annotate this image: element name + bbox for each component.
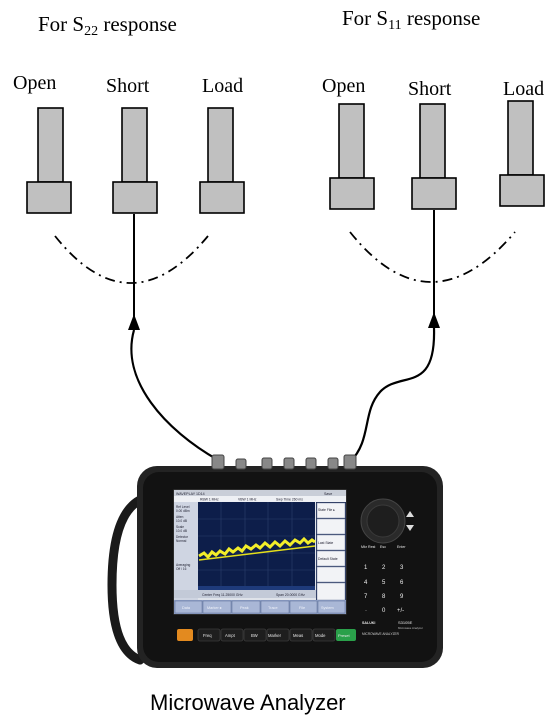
left-load-standard	[199, 107, 245, 214]
analyzer-tab-1: Marker ▸	[207, 606, 222, 610]
analyzer-span: Span 20.0000 GHz	[276, 593, 305, 597]
power-button	[177, 629, 193, 641]
analyzer-keypad-plusminus: +/-	[397, 608, 404, 614]
analyzer-tab-5: System	[321, 606, 334, 610]
analyzer-nav-2: Enter	[397, 545, 406, 549]
left-short-label: Short	[106, 75, 150, 97]
analyzer-tab-2: Peak	[240, 606, 249, 610]
analyzer-param-8: Averaging	[176, 563, 191, 567]
analyzer-softkey-0: State File ▸	[318, 508, 335, 512]
analyzer-softkey-1: Last State	[318, 541, 333, 545]
analyzer-keypad-9: 9	[400, 594, 404, 600]
analyzer-keypad-8: 8	[382, 594, 386, 600]
right-open-standard	[329, 103, 375, 210]
analyzer-param-9: Off / 16	[176, 567, 187, 571]
analyzer-swp: Swp Time 260 ms	[276, 498, 303, 502]
analyzer-param-7: Normal	[176, 539, 187, 543]
analyzer-key-mode: Mode	[315, 633, 326, 638]
analyzer-param-1: 0.00 dBm	[176, 509, 190, 513]
right-short-label: Short	[408, 78, 452, 100]
right-load-label: Load	[503, 78, 545, 100]
analyzer-param-2: Atten	[176, 515, 184, 519]
analyzer-key-freq: Freq	[203, 633, 212, 638]
analyzer-keypad-4: 4	[364, 580, 368, 586]
right-selection-arc	[349, 231, 516, 283]
analyzer-param-3: 10.0 dB	[176, 519, 187, 523]
right-cable	[349, 327, 436, 463]
analyzer-param-4: Scale	[176, 525, 184, 529]
s11-heading: For S11 response	[342, 6, 481, 33]
analyzer-top-right: Save	[324, 492, 332, 496]
analyzer-model-name: MICROWAVE ANALYZER	[362, 632, 400, 636]
analyzer-keypad-5: 5	[382, 580, 386, 586]
analyzer-key-bw: BW	[251, 633, 258, 638]
s22-heading: For S22 response	[38, 12, 177, 39]
right-load-standard	[499, 100, 545, 207]
analyzer-key-preset: Preset	[338, 633, 350, 638]
left-selection-arc	[54, 235, 209, 284]
left-open-standard	[26, 107, 72, 214]
analyzer-tab-3: Trace	[268, 606, 278, 610]
left-open-label: Open	[13, 72, 57, 94]
analyzer-center-freq: Center Freq 11.25000 GHz	[202, 593, 243, 597]
analyzer-key-meas: Meas	[293, 633, 303, 638]
analyzer-key-ampt: Ampt	[225, 633, 236, 638]
microwave-analyzer: WAVEPLAY 1D14 Save RBW 1 MHz VBW 1 MHz S…	[107, 454, 443, 668]
right-arrow-head	[428, 312, 440, 328]
analyzer-nav-1: Esc	[380, 545, 386, 549]
analyzer-vbw: VBW 1 MHz	[238, 498, 257, 502]
analyzer-model: S3105E	[398, 620, 413, 625]
left-cable	[130, 329, 219, 461]
analyzer-softkey-2: Default State	[318, 557, 338, 561]
left-arrow-head	[128, 314, 140, 330]
analyzer-keypad-7: 7	[364, 594, 368, 600]
analyzer-top-left: WAVEPLAY 1D14	[176, 492, 205, 496]
analyzer-brand: SALUKI	[362, 621, 375, 625]
analyzer-rbw: RBW 1 MHz	[200, 498, 219, 502]
right-short-standard	[411, 103, 457, 210]
analyzer-param-0: Ref Level	[176, 505, 190, 509]
left-short-standard	[112, 107, 158, 214]
analyzer-keypad-1: 1	[364, 565, 368, 571]
analyzer-tab-4: File	[299, 606, 305, 610]
right-open-label: Open	[322, 75, 366, 97]
analyzer-key-marker: Marker	[268, 633, 282, 638]
analyzer-nav-0: Mkr Rest	[361, 545, 375, 549]
analyzer-keypad-6: 6	[400, 580, 404, 586]
analyzer-param-5: 10.0 dB	[176, 529, 187, 533]
left-load-label: Load	[202, 75, 244, 97]
analyzer-keypad-dot: ·	[365, 608, 367, 614]
analyzer-caption: Microwave Analyzer	[150, 690, 346, 715]
analyzer-keypad-0: 0	[382, 608, 386, 614]
analyzer-tab-0: Data	[182, 606, 191, 610]
analyzer-keypad-2: 2	[382, 565, 386, 571]
analyzer-keypad-3: 3	[400, 565, 404, 571]
analyzer-model-sub: Microwave Analyzer	[398, 626, 423, 630]
analyzer-param-6: Detector	[176, 535, 189, 539]
